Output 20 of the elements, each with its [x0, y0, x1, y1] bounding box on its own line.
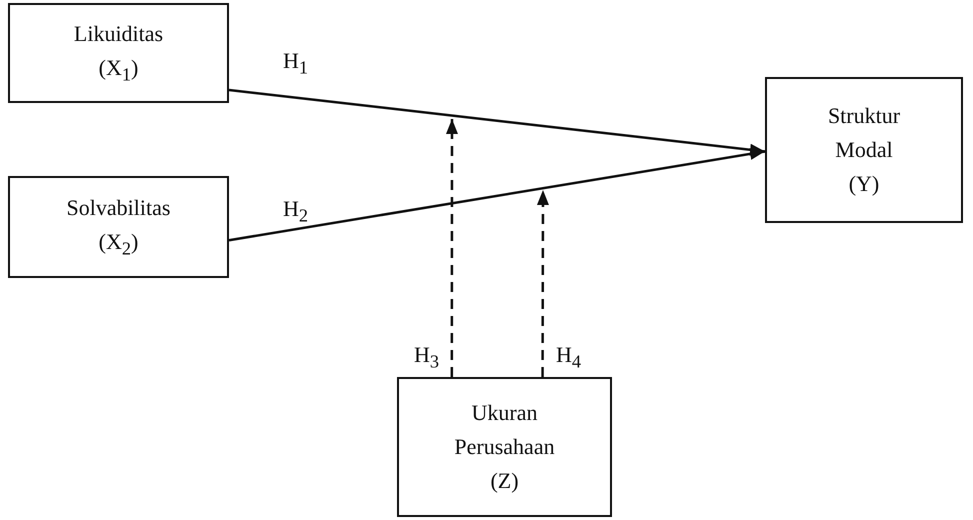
edge-label: H$_{1}$: [283, 48, 308, 78]
variable-box: [397, 377, 612, 517]
arrow: [228, 148, 766, 242]
node-label: Struktur Modal: [826, 102, 902, 164]
arrow: [446, 119, 458, 377]
variable-box: [8, 3, 229, 103]
edge-label: H$_{4}$: [556, 342, 582, 372]
edge-label: H$_{3}$: [414, 342, 440, 372]
node-label: (Y): [848, 170, 880, 198]
node-label: Ukuran Perusahaan: [453, 398, 556, 461]
node-label: (Z): [490, 467, 519, 496]
node-label: (X$_{2}$): [98, 228, 138, 261]
node-label: Likuiditas: [74, 20, 164, 48]
node-label: (X$_{1}$): [98, 54, 138, 87]
edge-label: H$_{2}$: [283, 196, 308, 226]
variable-box: [8, 176, 229, 278]
variable-box: [765, 77, 963, 223]
arrow: [536, 190, 549, 377]
node-label: Solvabilitas: [66, 194, 170, 222]
arrow: [228, 88, 766, 156]
